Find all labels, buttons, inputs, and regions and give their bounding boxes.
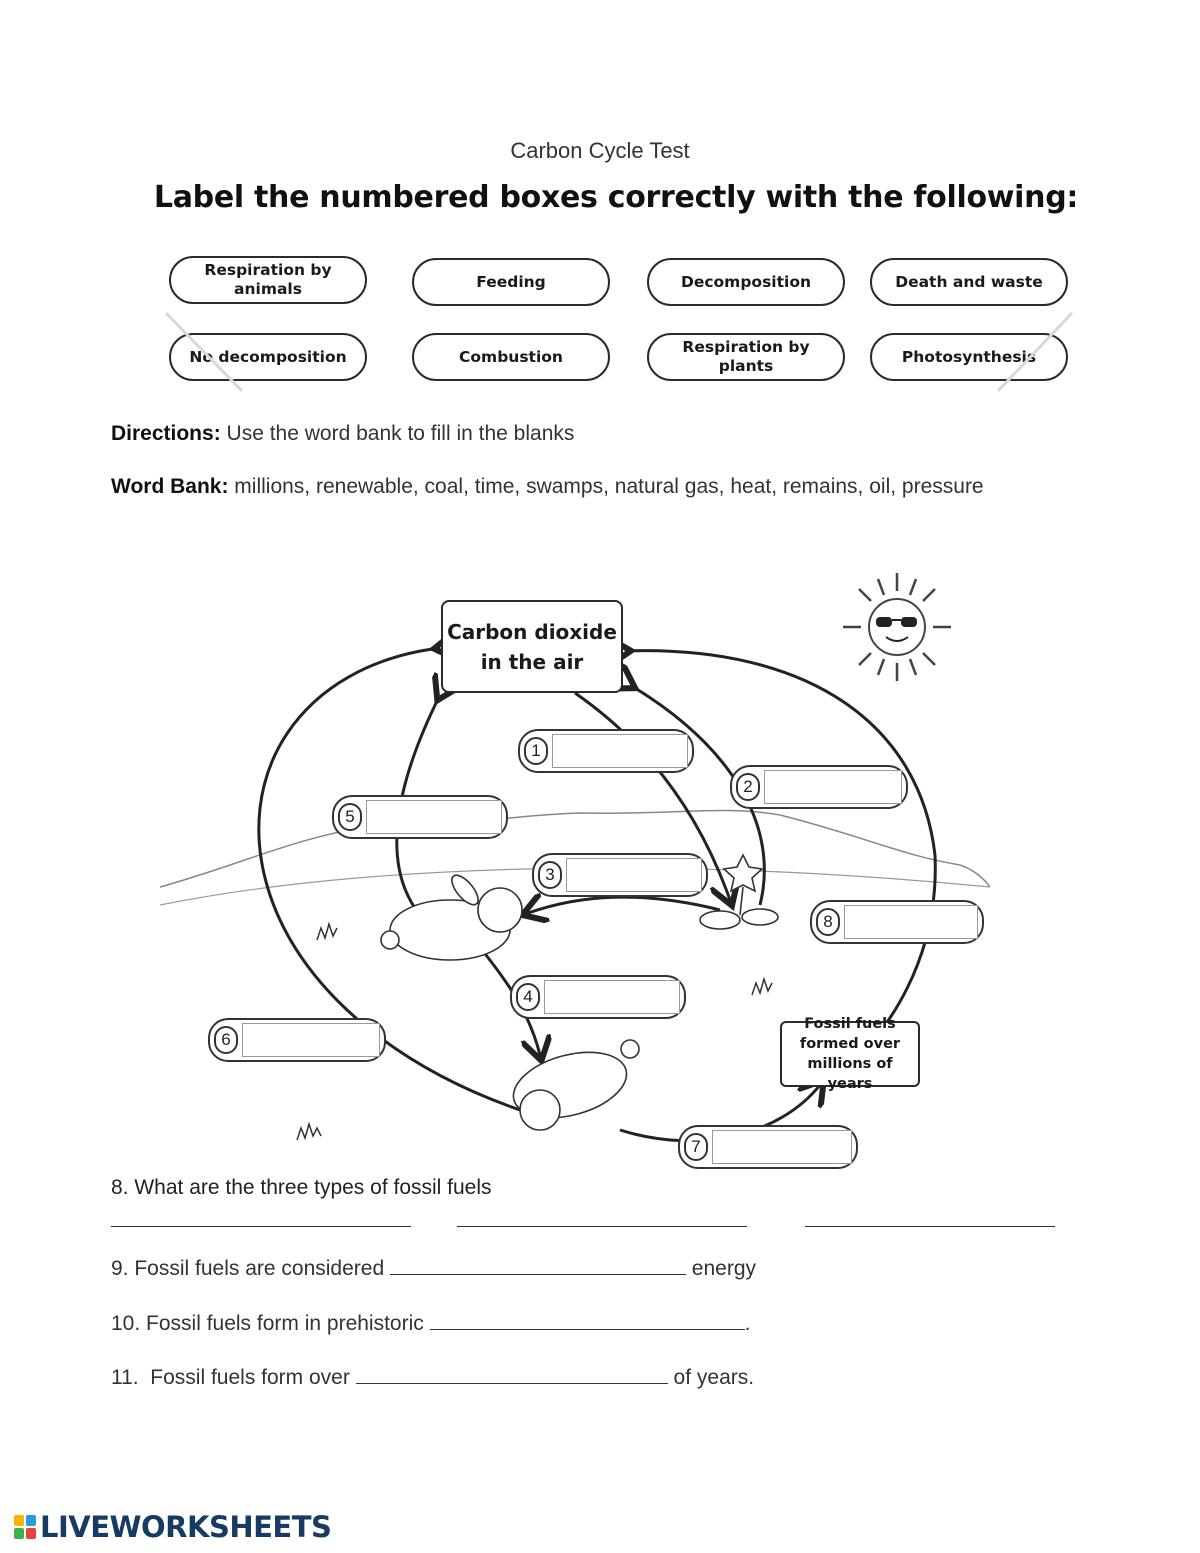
question-suffix: . <box>745 1312 751 1335</box>
question-text: 9. Fossil fuels are considered <box>111 1257 390 1280</box>
directions: Directions: Use the word bank to fill in… <box>111 419 574 448</box>
box-number: 2 <box>736 773 760 801</box>
word-bank-label: Word Bank: <box>111 475 228 498</box>
answer-box-5[interactable]: 5 <box>332 795 508 839</box>
question-text: 8. What are the three types of fossil fu… <box>111 1176 492 1199</box>
logo-text: LIVEWORKSHEETS <box>40 1510 331 1544</box>
question-text: 11. Fossil fuels form over <box>111 1366 356 1389</box>
word-bank: Word Bank: millions, renewable, coal, ti… <box>111 472 1011 501</box>
box-number: 5 <box>338 803 362 831</box>
label-option-decomposition[interactable]: Decomposition <box>647 258 845 306</box>
page-title: Carbon Cycle Test <box>0 138 1200 164</box>
answer-box-2[interactable]: 2 <box>730 765 908 809</box>
label-option-respiration-animals[interactable]: Respiration by animals <box>169 256 367 304</box>
answer-box-1[interactable]: 1 <box>518 729 694 773</box>
question-suffix: energy <box>686 1257 756 1280</box>
directions-text: Use the word bank to fill in the blanks <box>221 422 575 445</box>
liveworksheets-logo[interactable]: LIVEWORKSHEETS <box>14 1510 331 1544</box>
answer-box-6[interactable]: 6 <box>208 1018 386 1062</box>
answer-box-4[interactable]: 4 <box>510 975 686 1019</box>
box-number: 4 <box>516 983 540 1011</box>
question-8: 8. What are the three types of fossil fu… <box>111 1176 492 1200</box>
answer-input[interactable] <box>844 905 978 939</box>
box-number: 8 <box>816 908 840 936</box>
fossil-fuels-box: Fossil fuels formed over millions of yea… <box>780 1021 920 1087</box>
question-11: 11. Fossil fuels form over of years. <box>111 1365 754 1390</box>
co2-box: Carbon dioxide in the air <box>441 600 623 693</box>
answer-blank[interactable] <box>111 1208 411 1227</box>
label-option-feeding[interactable]: Feeding <box>412 258 610 306</box>
label-option-death-waste[interactable]: Death and waste <box>870 258 1068 306</box>
directions-label: Directions: <box>111 422 221 445</box>
question-text: 10. Fossil fuels form in prehistoric <box>111 1312 430 1335</box>
answer-blank[interactable] <box>805 1208 1055 1227</box>
answer-blank[interactable] <box>457 1208 747 1227</box>
answer-input[interactable] <box>242 1023 380 1057</box>
instruction-heading: Label the numbered boxes correctly with … <box>0 180 1200 215</box>
answer-input[interactable] <box>366 800 502 834</box>
answer-input[interactable] <box>566 858 702 892</box>
answer-input[interactable] <box>552 734 688 768</box>
answer-blank[interactable] <box>356 1365 668 1384</box>
question-10: 10. Fossil fuels form in prehistoric . <box>111 1311 750 1336</box>
word-bank-text: millions, renewable, coal, time, swamps,… <box>228 475 983 498</box>
box-number: 6 <box>214 1026 238 1054</box>
box-number: 1 <box>524 737 548 765</box>
question-9: 9. Fossil fuels are considered energy <box>111 1256 756 1281</box>
answer-input[interactable] <box>544 980 680 1014</box>
answer-box-7[interactable]: 7 <box>678 1125 858 1169</box>
flower-icon <box>700 855 778 929</box>
answer-blank[interactable] <box>390 1256 686 1275</box>
sun-icon <box>843 573 951 681</box>
pill-decoration-lines <box>160 305 1080 395</box>
answer-input[interactable] <box>764 770 902 804</box>
answer-input[interactable] <box>712 1130 852 1164</box>
logo-mark-icon <box>14 1515 36 1539</box>
box-number: 7 <box>684 1133 708 1161</box>
answer-box-3[interactable]: 3 <box>532 853 708 897</box>
carbon-cycle-diagram: Carbon dioxide in the air Fossil fuels f… <box>160 565 990 1175</box>
dead-rabbit-icon <box>506 1040 639 1130</box>
answer-box-8[interactable]: 8 <box>810 900 984 944</box>
question-8-blanks <box>111 1208 1111 1228</box>
answer-blank[interactable] <box>430 1311 745 1330</box>
box-number: 3 <box>538 861 562 889</box>
question-suffix: of years. <box>668 1366 754 1389</box>
